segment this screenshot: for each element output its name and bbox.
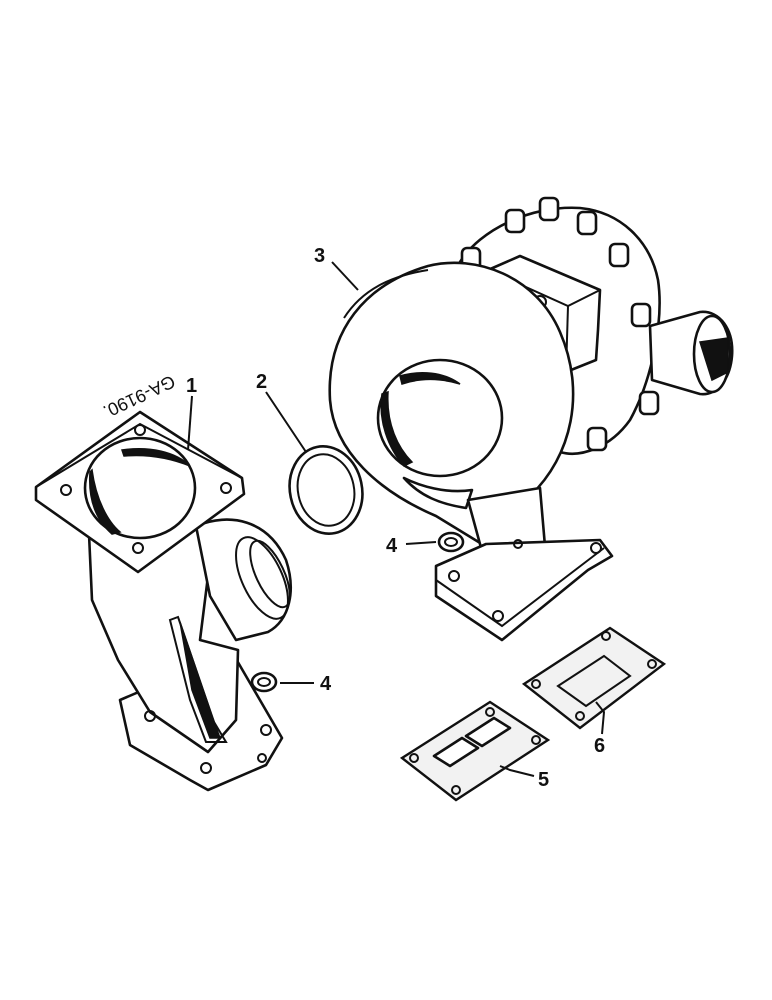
leader-line-2: [265, 391, 307, 453]
gasket-5-part: [399, 700, 551, 802]
callout-3: 3: [314, 245, 325, 267]
leader-line-3: [331, 261, 359, 291]
o-ring-upper-part: [437, 531, 465, 553]
callout-5: 5: [538, 769, 549, 791]
exhaust-elbow-part: [34, 410, 292, 792]
turbocharger-part: [328, 196, 734, 642]
sealing-ring-part: [288, 445, 364, 535]
callout-4-upper: 4: [386, 535, 398, 557]
callout-1: 1: [186, 375, 197, 397]
leader-line-4-upper: [405, 541, 437, 545]
callout-4-lower: 4: [320, 673, 332, 695]
callout-6: 6: [594, 735, 605, 757]
callout-2: 2: [256, 371, 267, 393]
gasket-6-part: [521, 626, 667, 730]
leader-line-6: [595, 701, 606, 735]
leader-line-5: [499, 765, 535, 777]
leader-line-1: [187, 395, 193, 451]
o-ring-lower-part: [250, 671, 278, 693]
